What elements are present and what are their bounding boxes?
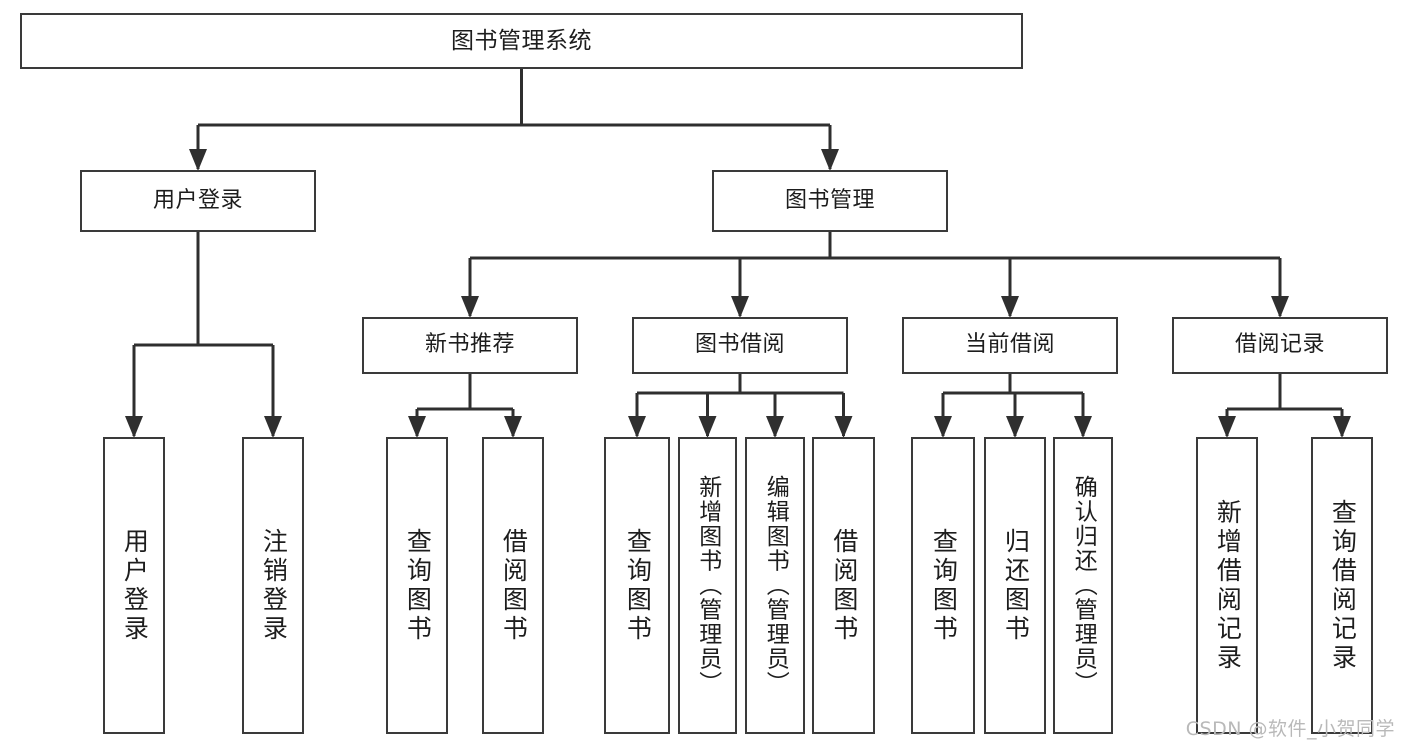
node-book-management-system[interactable]: 图书管理系统 [20, 13, 1023, 69]
node-label: 借阅图书 [499, 527, 529, 644]
node-label: 图书管理 [784, 187, 875, 213]
node-current-borrowing[interactable]: 当前借阅 [902, 317, 1118, 374]
node-book-management[interactable]: 图书管理 [712, 170, 948, 232]
node-label: 用户登录 [120, 527, 150, 644]
node-label: 借阅图书 [829, 527, 859, 644]
node-label: 查询图书 [623, 527, 653, 644]
node-user-login[interactable]: 用户登录 [80, 170, 316, 232]
node-label: 查询图书 [403, 527, 433, 644]
node-leaf-return-book[interactable]: 归还图书 [984, 437, 1046, 734]
node-label: 图书管理系统 [451, 27, 592, 54]
node-label: 当前借阅 [964, 332, 1055, 358]
node-new-book-recommendation[interactable]: 新书推荐 [362, 317, 578, 374]
node-label: 新增图书（管理员） [694, 475, 721, 696]
node-leaf-query-book-3[interactable]: 查询图书 [911, 437, 975, 734]
node-label: 编辑图书（管理员） [762, 475, 789, 696]
node-label: 归还图书 [1001, 527, 1031, 644]
node-leaf-borrow-book-2[interactable]: 借阅图书 [812, 437, 875, 734]
node-label: 图书借阅 [694, 332, 785, 358]
node-leaf-query-borrow-record[interactable]: 查询借阅记录 [1311, 437, 1373, 734]
csdn-watermark: CSDN @软件_小贺同学 [1185, 718, 1395, 740]
node-leaf-edit-book-admin[interactable]: 编辑图书（管理员） [745, 437, 805, 734]
node-leaf-logout[interactable]: 注销登录 [242, 437, 304, 734]
node-label: 注销登录 [259, 527, 289, 644]
node-leaf-query-book-1[interactable]: 查询图书 [386, 437, 448, 734]
node-leaf-confirm-return-admin[interactable]: 确认归还（管理员） [1053, 437, 1113, 734]
node-label: 用户登录 [152, 187, 243, 213]
node-label: 查询借阅记录 [1328, 498, 1358, 673]
node-leaf-add-book-admin[interactable]: 新增图书（管理员） [678, 437, 737, 734]
node-label: 查询图书 [929, 527, 959, 644]
node-leaf-borrow-book-1[interactable]: 借阅图书 [482, 437, 544, 734]
node-borrowing-record[interactable]: 借阅记录 [1172, 317, 1388, 374]
node-leaf-user-login[interactable]: 用户登录 [103, 437, 165, 734]
node-label: 新书推荐 [424, 332, 515, 358]
node-label: 新增借阅记录 [1213, 498, 1243, 673]
node-label: 借阅记录 [1234, 332, 1325, 358]
node-leaf-query-book-2[interactable]: 查询图书 [604, 437, 670, 734]
node-book-borrowing[interactable]: 图书借阅 [632, 317, 848, 374]
node-label: 确认归还（管理员） [1070, 475, 1097, 696]
node-leaf-add-borrow-record[interactable]: 新增借阅记录 [1196, 437, 1258, 734]
